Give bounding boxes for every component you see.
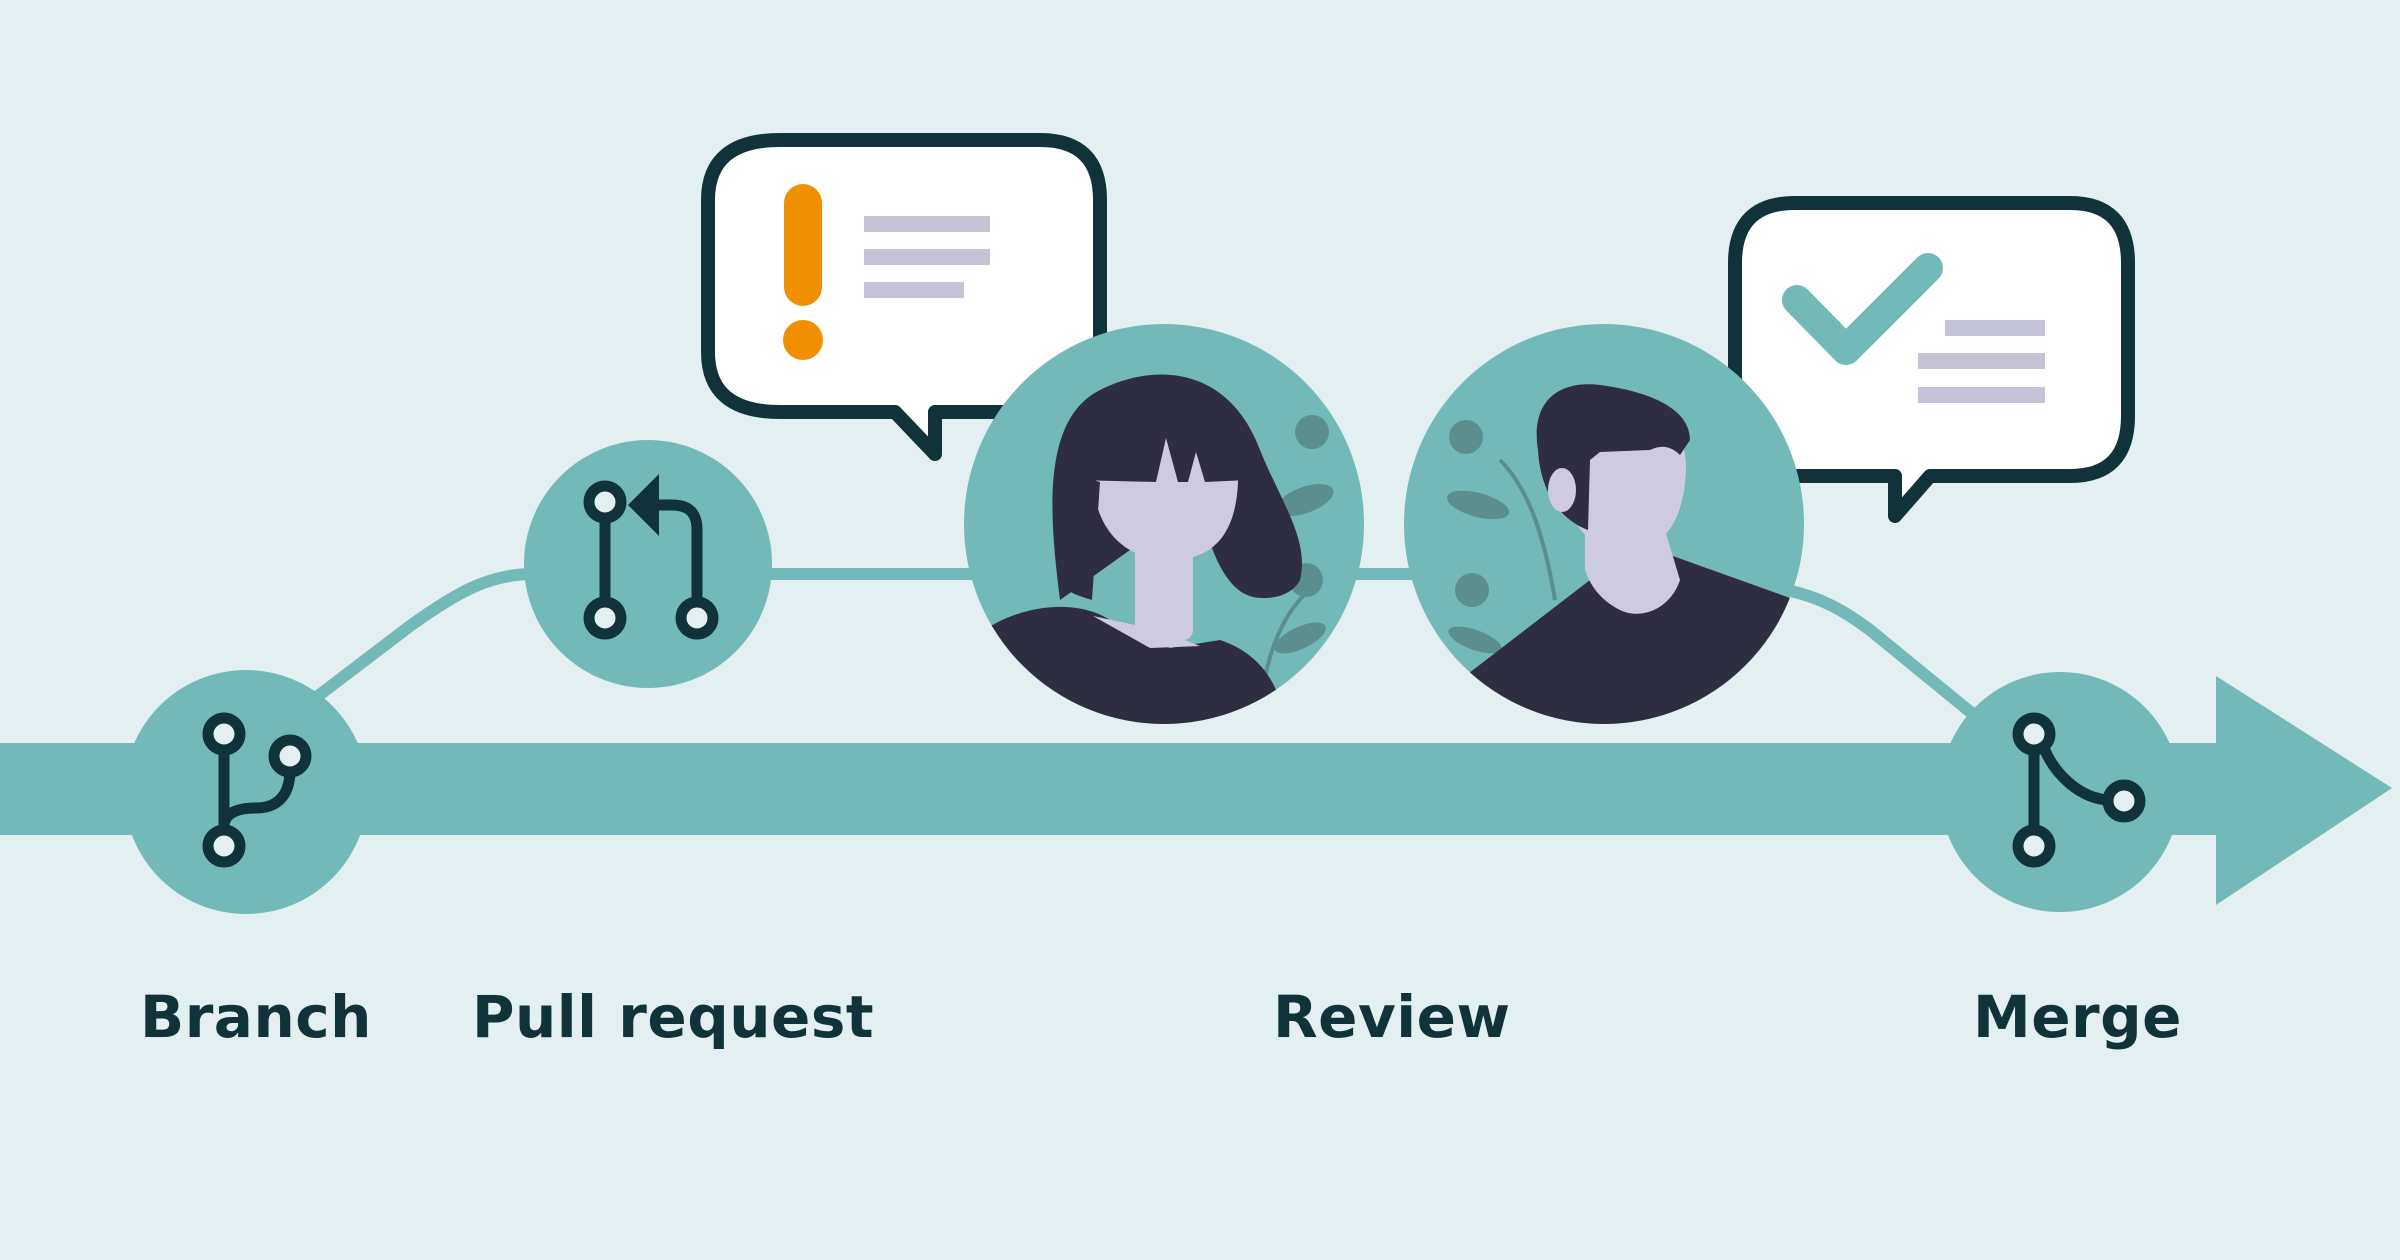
git-branch-icon (202, 712, 312, 868)
approval-bubble (1728, 196, 2135, 523)
branch-node (124, 670, 368, 914)
step-label-merge: Merge (1973, 983, 2183, 1051)
reviewer-avatar-man (1404, 324, 1804, 724)
comment-text-lines (864, 216, 990, 298)
step-label-branch: Branch (140, 983, 372, 1051)
git-merge-icon (2012, 712, 2146, 868)
comment-text-lines (1918, 320, 2045, 403)
review-comment-bubble (701, 133, 1107, 461)
timeline-arrow-head (2216, 676, 2392, 905)
git-pull-request-icon (583, 474, 719, 640)
checkmark-icon (1782, 253, 1943, 365)
main-branch-band (0, 743, 2225, 835)
step-label-pull-request: Pull request (472, 983, 875, 1051)
pull-request-node (524, 440, 772, 688)
reviewer-avatar-woman (964, 324, 1364, 724)
merge-node (1940, 672, 2180, 912)
exclamation-icon (783, 184, 823, 360)
step-label-review: Review (1273, 983, 1511, 1051)
